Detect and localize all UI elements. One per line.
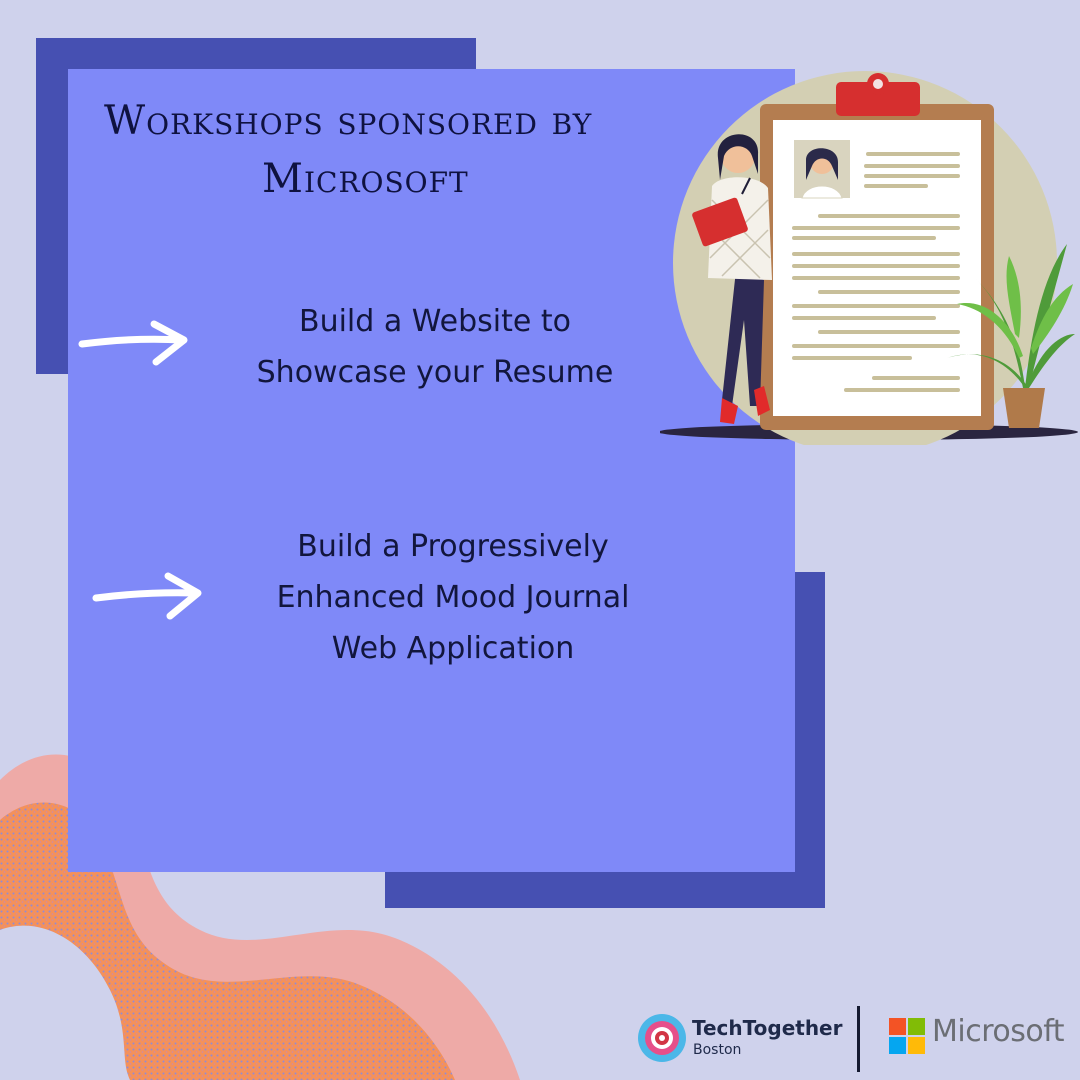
workshop-2-line-1: Build a Progressively [297, 529, 609, 564]
arrow-right-icon [78, 320, 188, 366]
title-line-2: Microsoft [262, 156, 469, 202]
techtogether-logo-icon [638, 1014, 686, 1062]
microsoft-logo-icon [889, 1018, 925, 1054]
techtogether-name: TechTogether [692, 1016, 843, 1040]
techtogether-city: Boston [693, 1042, 742, 1058]
workshop-2-line-3: Web Application [331, 631, 575, 666]
workshop-2-line-2: Enhanced Mood Journal [276, 580, 630, 615]
woman-with-resume-clipboard-icon [660, 71, 1078, 445]
page-title: Workshops sponsored by Microsoft [68, 92, 708, 208]
title-line-1: Workshops sponsored by [104, 98, 593, 144]
workshop-1-line-2: Showcase your Resume [256, 355, 614, 390]
brand-divider [857, 1006, 860, 1072]
microsoft-name: Microsoft [932, 1014, 1065, 1049]
main-panel [68, 69, 795, 872]
workshop-item-mood-journal: Build a Progressively Enhanced Mood Jour… [236, 521, 670, 674]
workshop-1-line-1: Build a Website to [298, 304, 571, 339]
arrow-right-icon [92, 572, 202, 620]
potted-plant-icon [947, 244, 1075, 428]
workshop-item-resume-website: Build a Website to Showcase your Resume [230, 296, 640, 398]
